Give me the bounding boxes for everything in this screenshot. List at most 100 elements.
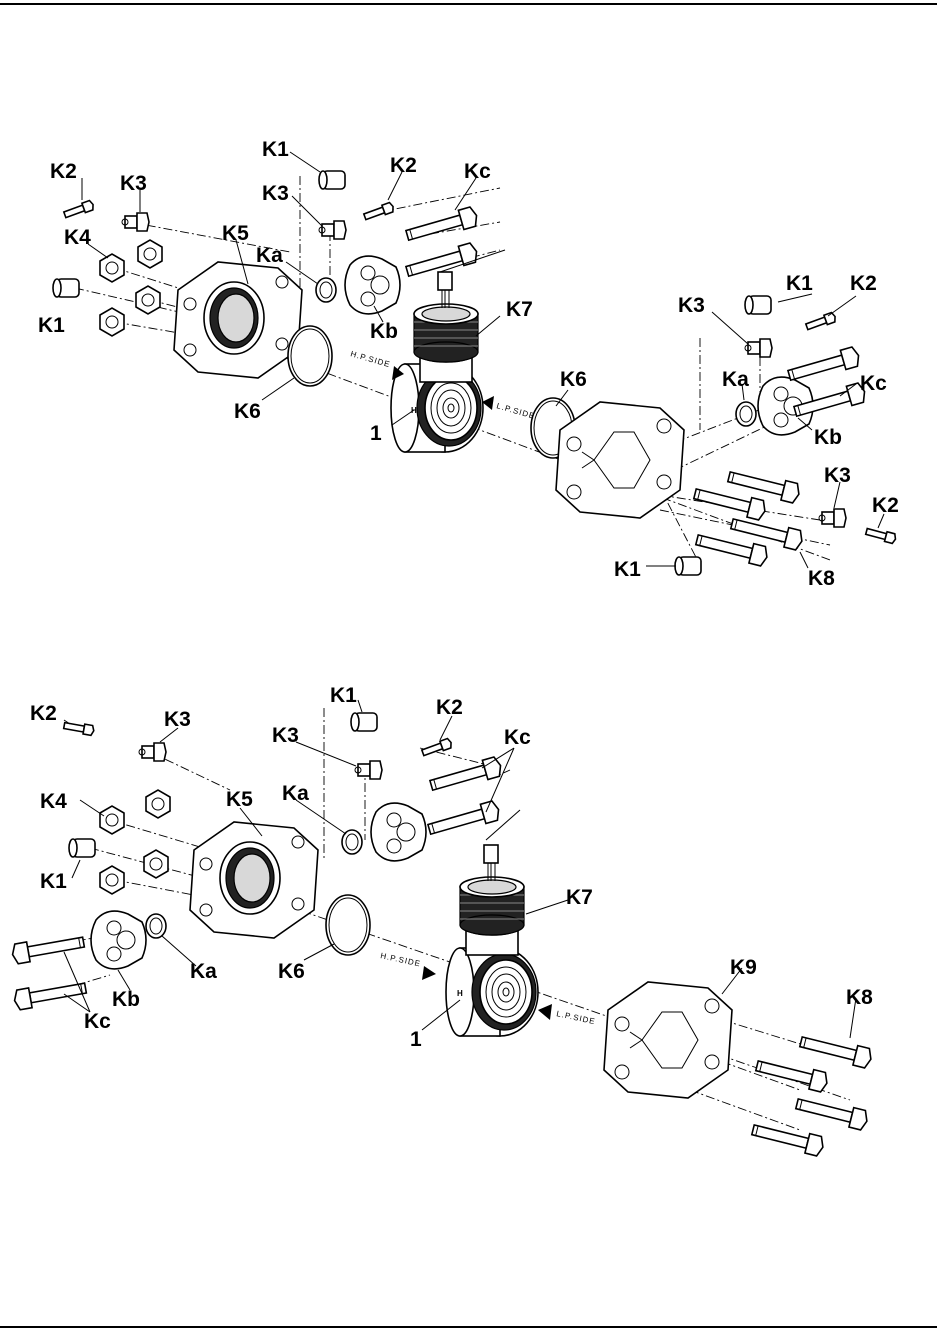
k5-flange-part-b (190, 822, 318, 938)
label-k6-right: K6 (560, 368, 587, 391)
k2-screw-part-b-top (421, 738, 453, 758)
k8-bolt-part-b (799, 1032, 874, 1069)
k4-nut-part-2 (138, 240, 162, 268)
label-b-k8: K8 (846, 986, 873, 1009)
lp-side-arrow-b: L.P.SIDE (538, 1004, 596, 1026)
label-k2-right: K2 (850, 272, 877, 295)
label-k3-lower: K3 (824, 464, 851, 487)
lp-side-text: L.P.SIDE (495, 401, 536, 421)
k1-plug-part-b-top (351, 713, 377, 731)
k3-fitting-part-right (745, 339, 772, 357)
kb-adapter-part (345, 256, 400, 314)
kc-bolt-part-right (787, 346, 862, 385)
label-k7-top: K7 (506, 298, 533, 321)
label-k3-left: K3 (120, 172, 147, 195)
label-one-top: 1 (370, 422, 382, 445)
label-k3-right: K3 (678, 294, 705, 317)
kc-bolt-part-b-left2 (13, 978, 87, 1010)
svg-text:H: H (411, 406, 418, 415)
k8-bolt-part-2 (693, 484, 768, 521)
kc-bolt-part (405, 206, 480, 245)
k4-nut-part-4 (100, 308, 124, 336)
label-k6-left: K6 (234, 400, 261, 423)
label-k1-top: K1 (262, 138, 289, 161)
k1-plug-part-lower (675, 557, 701, 575)
label-k2-top: K2 (390, 154, 417, 177)
label-k5: K5 (222, 222, 249, 245)
label-b-kc-top: Kc (504, 726, 531, 749)
k1-plug-part-top (319, 171, 345, 189)
svg-text:H: H (457, 989, 464, 998)
k9-flange-part (604, 982, 732, 1098)
label-b-k3-left: K3 (164, 708, 191, 731)
label-kc-top: Kc (464, 160, 491, 183)
label-b-kc-left: Kc (84, 1010, 111, 1033)
label-b-k2-left: K2 (30, 702, 57, 725)
label-k2-lower: K2 (872, 494, 899, 517)
flange-right-part (556, 402, 684, 518)
label-b-kb: Kb (112, 988, 140, 1011)
label-k3-top: K3 (262, 182, 289, 205)
k3-fitting-part-top (319, 221, 346, 239)
label-k4: K4 (64, 226, 91, 249)
hp-side-text-b: H.P.SIDE (380, 951, 422, 968)
label-ka-right: Ka (722, 368, 749, 391)
label-k1-right: K1 (786, 272, 813, 295)
label-b-k3-top: K3 (272, 724, 299, 747)
label-kb-right: Kb (814, 426, 842, 449)
label-b-k5: K5 (226, 788, 253, 811)
k1-plug-part-b (69, 839, 95, 857)
k3-fitting-part (122, 213, 149, 231)
ka-ring-part-b-left (146, 914, 166, 938)
label-b-k7: K7 (566, 886, 593, 909)
label-kb-left: Kb (370, 320, 398, 343)
k6-oring-part (288, 326, 332, 386)
label-b-k1-left: K1 (40, 870, 67, 893)
k3-fitting-part-lower (819, 509, 846, 527)
k4-nut-part (100, 254, 124, 282)
label-k1-left: K1 (38, 314, 65, 337)
kc-bolt-part-b-left (11, 932, 85, 964)
lp-side-text-b: L.P.SIDE (556, 1009, 597, 1026)
k1-plug-part (53, 279, 79, 297)
ka-ring-part (316, 278, 336, 302)
k4-nut-part-b4 (100, 866, 124, 894)
k4-nut-part-b (100, 806, 124, 834)
k7-neck-part (414, 272, 478, 382)
k8-bolt-part-b3 (795, 1094, 870, 1131)
bottom-exploded-view: H H.P.SIDE L.P.SIDE K1 K3 (11, 684, 873, 1157)
label-b-k2-top: K2 (436, 696, 463, 719)
label-kc-right: Kc (860, 372, 887, 395)
label-b-k4: K4 (40, 790, 67, 813)
k2-screw-part (63, 200, 95, 220)
k3-fitting-part-b (139, 743, 166, 761)
label-b-ka-left: Ka (190, 960, 217, 983)
lp-side-arrow: L.P.SIDE (482, 396, 536, 421)
k7-neck-part-b (460, 845, 524, 955)
hp-side-text: H.P.SIDE (349, 349, 391, 369)
label-k1-lower: K1 (614, 558, 641, 581)
footer-rule (0, 1326, 937, 1328)
label-ka-left: Ka (256, 244, 283, 267)
k2-screw-part-lower (865, 527, 897, 544)
k4-nut-part-b3 (144, 850, 168, 878)
ka-ring-part-right (736, 402, 756, 426)
label-b-k9: K9 (730, 956, 757, 979)
k8-bolt-part (727, 467, 802, 504)
k1-plug-part-right (745, 296, 771, 314)
label-b-k6: K6 (278, 960, 305, 983)
kb-adapter-part-b (371, 803, 426, 861)
k2-screw-part-right (805, 312, 837, 332)
label-b-one: 1 (410, 1028, 422, 1051)
kc-bolt-part-b2 (427, 800, 502, 839)
label-k8: K8 (808, 567, 835, 590)
top-exploded-view: H H.P.SIDE L.P.SIDE (38, 138, 899, 590)
label-k2-left: K2 (50, 160, 77, 183)
label-b-k1-top: K1 (330, 684, 357, 707)
k4-nut-part-3 (136, 286, 160, 314)
kb-adapter-part-b-left (91, 911, 146, 969)
k4-nut-part-b2 (146, 790, 170, 818)
k5-flange-part (174, 262, 302, 378)
k3-fitting-part-b-top (355, 761, 382, 779)
